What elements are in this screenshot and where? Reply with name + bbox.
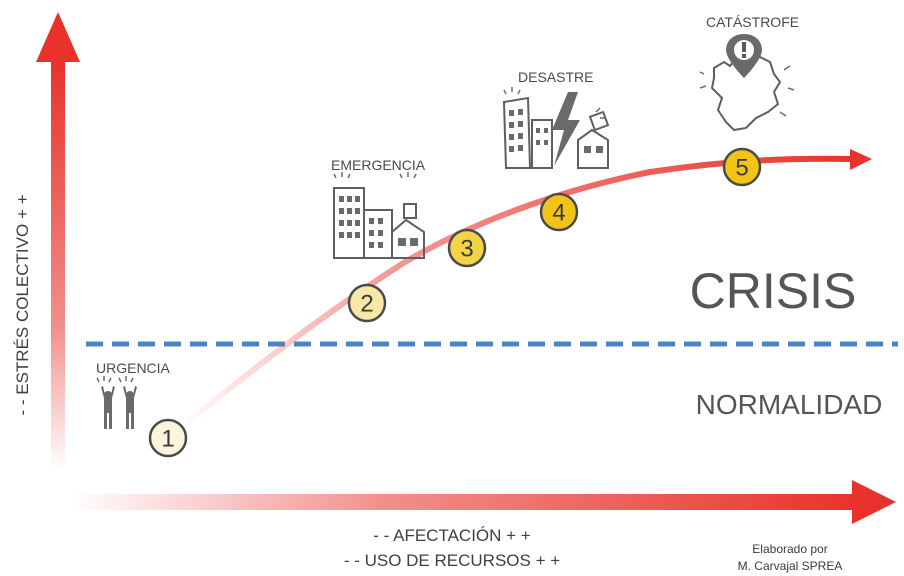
stage-number-1: 1 (161, 426, 174, 453)
people-icon (96, 376, 137, 429)
stage-node-1: 1 (148, 418, 188, 458)
x-axis-label-recursos: - - USO DE RECURSOS + + (344, 551, 560, 570)
y-axis-arrow (36, 12, 80, 470)
stage-label-catastrofe: CATÁSTROFE (706, 14, 799, 30)
credit-line-1: Elaborado por (752, 542, 827, 556)
stage-label-emergencia: EMERGENCIA (331, 157, 426, 173)
x-axis-label-afectacion: - - AFECTACIÓN + + (373, 526, 531, 545)
stage-label-desastre: DESASTRE (518, 69, 593, 85)
stage-number-5: 5 (735, 155, 748, 182)
stage-node-3: 3 (447, 228, 487, 268)
y-axis-label: - - ESTRÉS COLECTIVO + + (13, 194, 32, 415)
buildings-icon (333, 172, 425, 259)
stage-label-urgencia: URGENCIA (96, 360, 171, 376)
lightning-buildings-icon (502, 87, 610, 169)
x-axis-arrow (70, 480, 896, 524)
stage-number-3: 3 (460, 236, 473, 263)
stage-number-4: 4 (552, 200, 565, 227)
zone-label-normalidad: NORMALIDAD (696, 389, 883, 420)
stage-node-4: 4 (539, 192, 579, 232)
stage-node-2: 2 (347, 283, 387, 323)
stage-node-5: 5 (722, 147, 762, 187)
credit-line-2: M. Carvajal SPREA (738, 559, 843, 573)
stage-number-2: 2 (360, 291, 373, 318)
map-alert-icon (699, 34, 795, 132)
zone-label-crisis: CRISIS (690, 263, 857, 319)
